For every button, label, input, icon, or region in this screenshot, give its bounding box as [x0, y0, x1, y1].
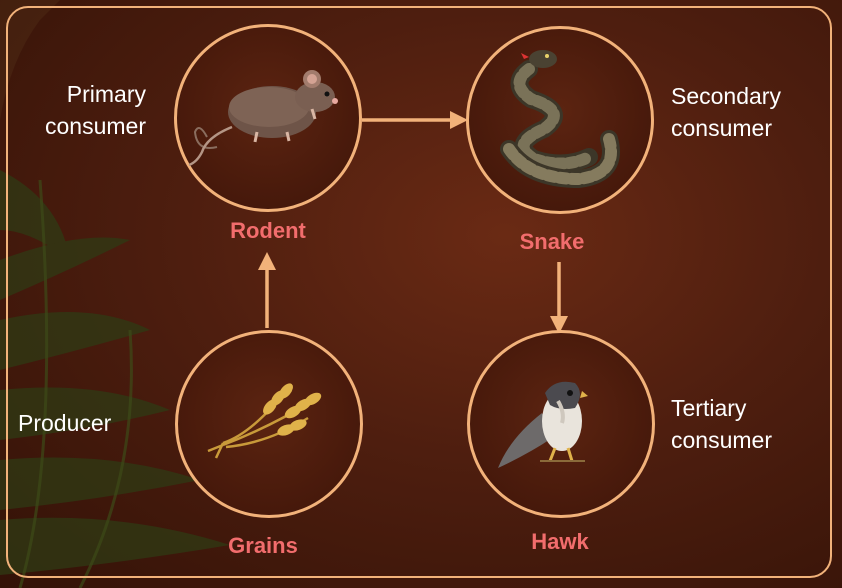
grains-icon: [178, 333, 360, 515]
node-snake: [466, 26, 654, 214]
node-label-grains: Grains: [163, 533, 363, 559]
role-line: Primary: [20, 78, 146, 110]
node-rodent: [174, 24, 362, 212]
snake-icon: [469, 29, 651, 211]
role-label-grains: Producer: [18, 407, 111, 439]
role-line: Tertiary: [671, 392, 772, 424]
node-hawk: [467, 330, 655, 518]
role-label-hawk: Tertiary consumer: [671, 392, 772, 456]
arrow-grains-to-rodent-head: [258, 252, 276, 270]
role-label-snake: Secondary consumer: [671, 80, 781, 144]
node-grains: [175, 330, 363, 518]
role-line: Secondary: [671, 80, 781, 112]
node-label-hawk: Hawk: [460, 529, 660, 555]
role-line: consumer: [20, 110, 146, 142]
node-label-rodent: Rodent: [168, 218, 368, 244]
role-line: consumer: [671, 424, 772, 456]
node-label-snake: Snake: [452, 229, 652, 255]
role-line: Producer: [18, 407, 111, 439]
role-line: consumer: [671, 112, 781, 144]
role-label-rodent: Primary consumer: [20, 78, 146, 142]
rodent-icon: [177, 27, 359, 209]
hawk-icon: [470, 333, 652, 515]
